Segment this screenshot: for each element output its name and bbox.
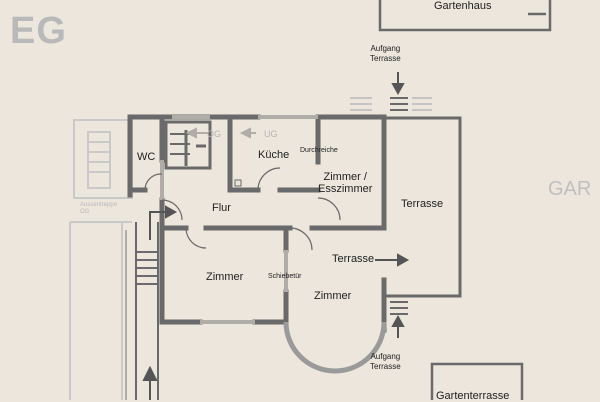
durchreiche-label: Durchreiche <box>300 147 338 154</box>
gartenhaus-outline <box>378 0 552 32</box>
zimmer-right-label: Zimmer <box>314 290 352 302</box>
internal-staircase <box>164 120 212 170</box>
top-access-line2: Terrasse <box>370 54 401 63</box>
light-walls <box>160 115 318 324</box>
esszimmer-line2: Esszimmer <box>318 183 373 195</box>
terrasse-right-label: Terrasse <box>401 198 444 210</box>
gartenterrasse-label: Gartenterrasse <box>436 390 510 402</box>
garden-edge-label: GAR <box>548 178 592 200</box>
floor-title: EG <box>10 10 67 52</box>
arrows <box>142 72 410 400</box>
top-access-label: Aufgang Terrasse <box>370 44 401 64</box>
terrasse-outline <box>384 116 462 298</box>
aussentreppe-line1: Aussentreppe <box>80 202 118 208</box>
wc-label: WC <box>137 151 156 163</box>
zimmer-left-label: Zimmer <box>206 271 244 283</box>
kueche-label: Küche <box>258 149 290 161</box>
esszimmer-label: Zimmer / Esszimmer <box>318 171 372 195</box>
building-walls <box>127 114 387 333</box>
og-stair-label: OG <box>207 129 222 139</box>
aussentreppe-line2: OG <box>80 209 90 215</box>
ug-stair-label: UG <box>264 129 278 139</box>
top-access-line1: Aufgang <box>370 44 401 53</box>
doors <box>144 167 341 251</box>
gartenterrasse-outline <box>430 362 524 400</box>
bottom-access-line1: Aufgang <box>370 352 401 361</box>
top-access-stairs <box>350 97 432 111</box>
entrance-stairs <box>125 222 159 400</box>
bay-window-wall <box>283 321 387 374</box>
schiebetuer-label: Schiebetür <box>268 273 302 280</box>
flur-label: Flur <box>212 202 231 214</box>
bottom-access-line2: Terrasse <box>370 362 401 371</box>
kitchen-fixture <box>234 179 242 187</box>
aussentreppe-label: Aussentreppe OG <box>80 202 117 216</box>
terrasse-arrow-label: Terrasse <box>332 253 375 265</box>
exterior-staircase <box>69 119 133 400</box>
esszimmer-line1: Zimmer / <box>323 171 367 183</box>
bottom-access-label: Aufgang Terrasse <box>370 352 401 372</box>
bottom-access-stairs <box>390 301 408 315</box>
gartenhaus-label: Gartenhaus <box>434 0 492 12</box>
